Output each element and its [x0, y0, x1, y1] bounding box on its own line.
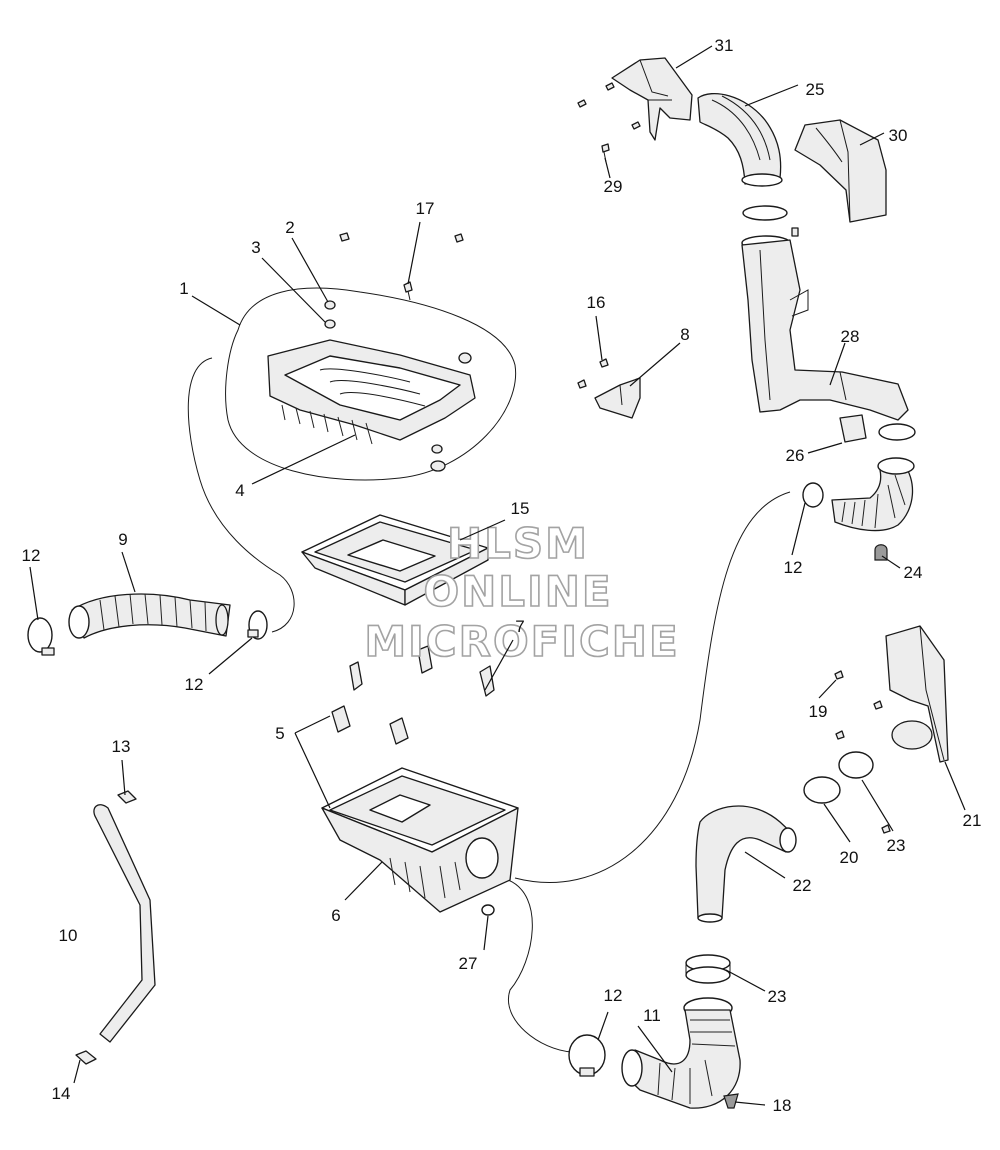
clamp-12-mid: [247, 610, 268, 640]
part-20-ring: [803, 776, 841, 804]
callout-12-left: 12: [22, 546, 41, 565]
callout-16: 16: [587, 293, 606, 312]
callout-29: 29: [604, 177, 623, 196]
callout-12-mid: 12: [185, 675, 204, 694]
watermark-line-3: MICROFICHE: [364, 617, 679, 666]
part-15-air-filter: [301, 514, 489, 606]
watermark-line-2: ONLINE: [423, 567, 612, 616]
callout-28: 28: [841, 327, 860, 346]
callout-21: 21: [963, 811, 982, 830]
part-31-shroud: [611, 57, 693, 141]
part-6-airbox-base: [321, 767, 519, 913]
part-18-plug: [723, 1093, 739, 1109]
part-26-connector: [839, 414, 916, 443]
callout-8: 8: [680, 325, 689, 344]
part-17-screws: [339, 232, 464, 301]
callout-20: 20: [840, 848, 859, 867]
part-24-plug: [874, 544, 888, 561]
watermark-line-1: HLSM: [447, 519, 589, 568]
part-5-clips: [331, 705, 409, 745]
callout-25: 25: [806, 80, 825, 99]
callout-23-lower: 23: [768, 987, 787, 1006]
clamp-12-bottom: [568, 1034, 606, 1077]
callout-3: 3: [251, 238, 260, 257]
part-21-shroud: [885, 625, 949, 763]
part-9-hose: [68, 593, 231, 639]
leader-lines: [29, 45, 966, 1106]
callout-13: 13: [112, 737, 131, 756]
part-28-duct: [741, 205, 909, 421]
callout-2: 2: [285, 218, 294, 237]
part-25-elbow: [697, 92, 783, 187]
callout-19: 19: [809, 702, 828, 721]
part-30-cover: [794, 119, 887, 223]
callout-22: 22: [793, 876, 812, 895]
callout-18: 18: [773, 1096, 792, 1115]
part-23-clamp-upper: [838, 751, 874, 779]
part-19-screws: [834, 670, 891, 834]
callout-12-right: 12: [784, 558, 803, 577]
screws-29: [577, 82, 641, 163]
part-1-airbox-cover: [267, 300, 476, 472]
callout-14: 14: [52, 1084, 71, 1103]
routing-line-12-bottom: [507, 879, 573, 1053]
callout-10: 10: [59, 926, 78, 945]
part-22-bend: [695, 805, 797, 923]
callout-30: 30: [889, 126, 908, 145]
callout-17: 17: [416, 199, 435, 218]
routing-line-12-left: [187, 357, 295, 633]
callout-6: 6: [331, 906, 340, 925]
callout-labels: 1 2 3 4 5 6 7 8 9 10 11 12 12 12 12 13 1…: [22, 36, 982, 1115]
callout-11: 11: [643, 1006, 661, 1025]
callout-7: 7: [515, 617, 524, 636]
clamp-12-left: [27, 617, 55, 656]
part-10-tube: [75, 790, 156, 1065]
part-23-clamp-lower: [685, 954, 731, 984]
hose-assembly-upper-right: [802, 457, 915, 532]
callout-5: 5: [275, 724, 284, 743]
callout-4: 4: [235, 481, 244, 500]
part-8-bracket: [594, 377, 641, 419]
callout-1: 1: [179, 279, 188, 298]
callout-31: 31: [715, 36, 734, 55]
callout-26: 26: [786, 446, 805, 465]
part-16-screws: [577, 358, 609, 389]
watermark: HLSM ONLINE MICROFICHE: [364, 518, 679, 667]
part-27-grommet: [481, 904, 495, 916]
callout-12-bottom: 12: [604, 986, 623, 1005]
callout-23-upper: 23: [887, 836, 906, 855]
callout-9: 9: [118, 530, 127, 549]
part-7-clips: [349, 645, 495, 697]
assembly-outline-1: [225, 287, 517, 481]
part-11-hose: [621, 997, 741, 1109]
callout-15: 15: [511, 499, 530, 518]
callout-24: 24: [904, 563, 923, 582]
callout-27: 27: [459, 954, 478, 973]
routing-line-12-right: [514, 491, 791, 883]
